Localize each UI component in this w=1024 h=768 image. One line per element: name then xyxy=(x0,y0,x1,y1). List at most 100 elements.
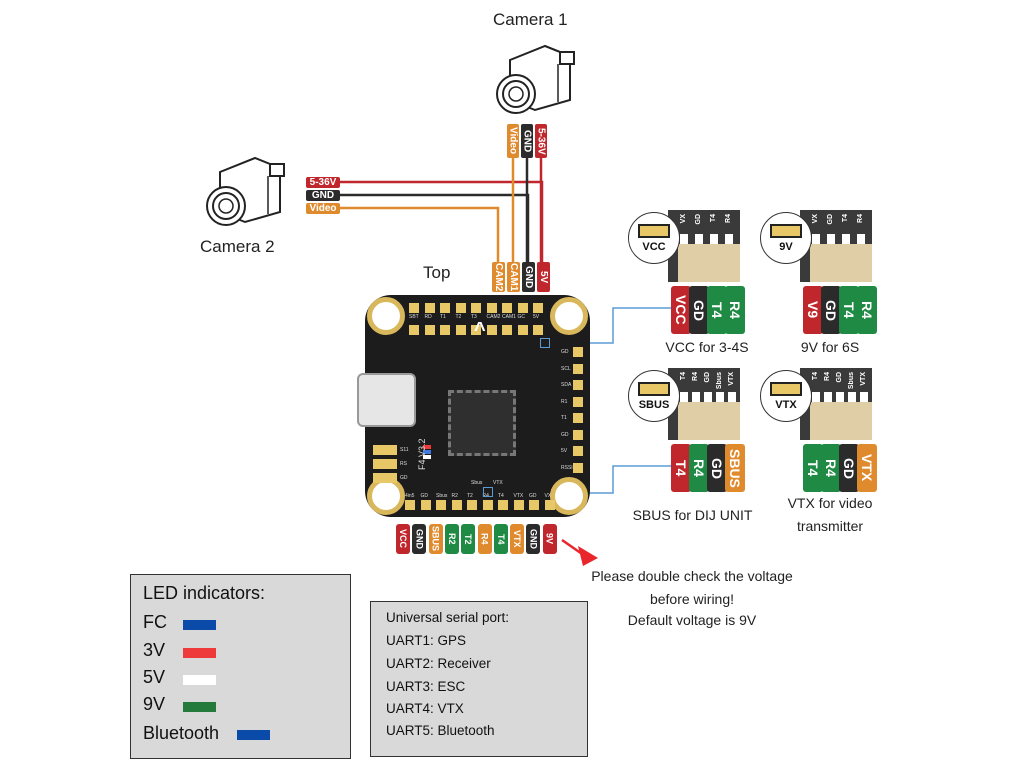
jumper-header-pin xyxy=(692,392,700,402)
jumper-header-pin-label: VTX xyxy=(728,372,735,386)
led-legend-label-5v: 5V xyxy=(143,667,166,687)
pad-right[interactable] xyxy=(573,413,583,423)
usb-c-port[interactable] xyxy=(357,373,416,427)
camera1-icon xyxy=(496,44,575,114)
pad-label: R2 xyxy=(451,493,458,499)
pad-label: SBT xyxy=(409,314,419,320)
jumper-header-pin-label: Sbus xyxy=(716,372,723,390)
pad-bottom[interactable] xyxy=(451,500,462,510)
pad-top-upper[interactable] xyxy=(517,303,528,313)
jumper-badge-sbus: SBUS xyxy=(628,370,680,422)
pad-top-upper[interactable] xyxy=(486,303,497,313)
board-connector-cam1: CAM1 xyxy=(507,262,520,292)
pad-top-lower[interactable] xyxy=(486,325,497,335)
pad-top-lower[interactable] xyxy=(455,325,466,335)
jumper-header-pin-label: VX xyxy=(812,214,819,224)
jumper-connector-body xyxy=(678,244,740,282)
mount-hole-bottom-right xyxy=(550,477,588,515)
pad-right[interactable] xyxy=(573,347,583,357)
jumper-header-pin-label: Sbus xyxy=(848,372,855,390)
pad-bottom[interactable] xyxy=(544,500,555,510)
led-swatch-5v xyxy=(183,675,216,685)
pad-right[interactable] xyxy=(573,396,583,407)
pad-top-lower[interactable] xyxy=(502,325,512,335)
pad-top-upper[interactable] xyxy=(440,303,450,313)
pad-top-upper[interactable] xyxy=(409,303,419,313)
jumper-vcc-caption: VCC for 3-4S xyxy=(665,339,749,355)
jumper-header-pin xyxy=(848,392,856,402)
pad-label: GD xyxy=(420,493,429,499)
pad-bottom[interactable] xyxy=(467,500,477,510)
jumper-badge-vcc: VCC xyxy=(628,212,680,264)
jumper-header-pin-label: R4 xyxy=(725,214,732,223)
pad-top-lower[interactable] xyxy=(440,325,450,335)
pad-label: VX xyxy=(544,493,552,499)
jumper-header-pin xyxy=(716,392,724,402)
pad-top-lower[interactable] xyxy=(517,325,528,335)
pad-label: T4 xyxy=(498,493,504,499)
camera2-title: Camera 2 xyxy=(200,237,275,256)
pad-bottom[interactable] xyxy=(420,500,431,510)
pad-left[interactable] xyxy=(373,445,397,455)
pad-bottom[interactable] xyxy=(405,500,415,510)
pad-top-lower[interactable] xyxy=(471,325,481,335)
jumper-header-pin-label: R4 xyxy=(692,372,699,381)
jumper-badge-label: SBUS xyxy=(638,398,670,411)
pad-bottom[interactable] xyxy=(436,500,446,510)
uart-item-2: UART2: Receiver xyxy=(386,656,491,671)
pad-label: RSSI xyxy=(561,464,573,471)
pad-top-lower[interactable] xyxy=(409,325,419,335)
pad-label: SDA xyxy=(561,382,572,388)
pad-label: RD xyxy=(424,314,432,320)
camera2-wire-label-power: 5-36V xyxy=(306,177,340,188)
jumper-header-pin xyxy=(704,392,712,402)
solder-jumper-icon xyxy=(638,223,670,238)
pad-label: SCL xyxy=(561,365,571,372)
pad-top-upper[interactable] xyxy=(455,303,466,313)
bottom-connector-pin-sbus: SBUS xyxy=(428,524,443,554)
led-swatch-3v xyxy=(183,648,216,658)
pad-bottom[interactable] xyxy=(482,500,493,510)
jumper-pin-t4: T4 xyxy=(707,286,727,334)
pad-bottom[interactable] xyxy=(498,500,508,510)
pad-left[interactable] xyxy=(373,459,397,469)
pad-left[interactable] xyxy=(373,473,397,483)
jumper-pin-t4: T4 xyxy=(803,444,823,492)
pad-top-upper[interactable] xyxy=(533,303,543,313)
jumper-pin-v9: V9 xyxy=(803,286,823,334)
jumper-header-pin-label: VX xyxy=(680,214,687,224)
jumper-header-pin xyxy=(725,234,733,244)
jumper-connector-body xyxy=(810,244,872,282)
pad-bottom[interactable] xyxy=(513,500,524,510)
board-logo-icon: ^ xyxy=(474,319,486,341)
pad-label: GC xyxy=(517,314,526,320)
pad-right[interactable] xyxy=(573,462,583,473)
pad-right[interactable] xyxy=(573,429,583,440)
pad-top-lower[interactable] xyxy=(533,325,543,335)
board-connector-5v: 5V xyxy=(537,262,550,292)
board-connector-cam2: CAM2 xyxy=(492,262,505,292)
pad-top-upper[interactable] xyxy=(471,303,481,313)
jumper-header-pin xyxy=(812,392,820,402)
warning-line-3: Default voltage is 9V xyxy=(627,612,757,628)
pad-label: T1 xyxy=(440,314,446,320)
jumper-header-pin-label: T4 xyxy=(812,372,819,381)
pad-right[interactable] xyxy=(573,380,583,390)
pad-right[interactable] xyxy=(573,446,583,456)
led-swatch-bluetooth xyxy=(237,730,270,740)
led-5v-icon xyxy=(423,455,431,459)
pad-bottom[interactable] xyxy=(529,500,539,510)
pad-top-upper[interactable] xyxy=(424,303,435,313)
pad-top-lower[interactable] xyxy=(424,325,435,335)
jumper-header-pin xyxy=(680,234,688,244)
board-model-label: F4 V3.2 xyxy=(417,438,427,470)
pad-right[interactable] xyxy=(573,363,583,374)
camera1-title: Camera 1 xyxy=(493,10,568,29)
pad-label: T2 xyxy=(467,493,473,499)
pad-label: GD xyxy=(400,475,408,481)
pad-top-upper[interactable] xyxy=(502,303,512,313)
jumper-header-pin-label: GD xyxy=(704,372,711,383)
